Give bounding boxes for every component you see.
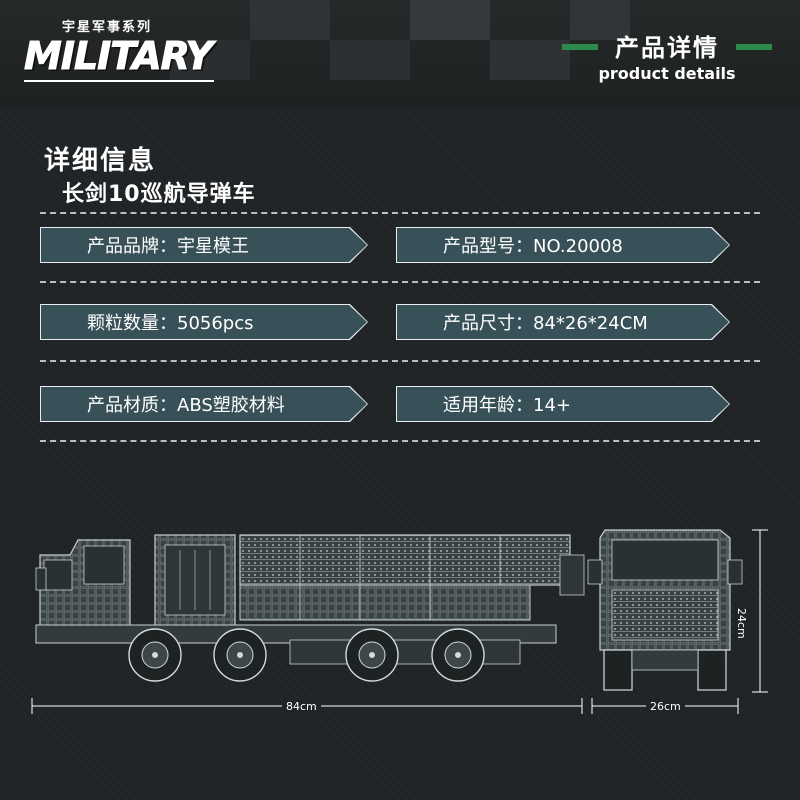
spec-tag-model: 产品型号：NO.20008 [396,227,730,263]
spec-material-text: 产品材质：ABS塑胶材料 [41,387,367,421]
badge-accent-left [562,44,598,50]
length-dimension-label: 84cm [282,700,321,713]
header-pattern-block [490,40,570,80]
header-pattern-block [170,40,250,80]
spec-size-text: 产品尺寸：84*26*24CM [397,305,729,339]
spec-tag-pieces: 颗粒数量：5056pcs [40,304,368,340]
header-pattern-block [250,0,330,40]
logo-underline [24,80,214,82]
dashed-divider [40,440,760,442]
spec-pieces-text: 颗粒数量：5056pcs [41,305,367,339]
info-heading: 详细信息 [44,146,157,176]
badge-accent-right [736,44,772,50]
spec-tag-material: 产品材质：ABS塑胶材料 [40,386,368,422]
badge-title: 产品详情 [615,34,719,62]
dashed-divider [40,212,760,214]
badge-subtitle: product details [598,64,736,83]
dashed-divider [40,281,760,283]
military-logo: 宇星军事系列 MILITARY [24,16,224,86]
product-name: 长剑10巡航导弹车 [62,182,256,207]
logo-series-text: 宇星军事系列 [62,20,153,35]
header-pattern-block [570,0,630,40]
product-details-badge: 产品详情 product details [562,28,772,92]
truck-front-view [587,529,743,691]
truck-drawing [31,529,768,714]
spec-tag-size: 产品尺寸：84*26*24CM [396,304,730,340]
spec-model-text: 产品型号：NO.20008 [397,228,729,262]
header-pattern-block [330,40,410,80]
logo-wordmark: MILITARY [24,34,214,79]
spec-tag-age: 适用年龄：14+ [396,386,730,422]
truck-dimension-diagram: 84cm 26cm 24cm [0,500,800,730]
spec-brand-text: 产品品牌：宇星模王 [41,228,367,262]
truck-side-view [35,534,585,682]
height-dimension-label: 24cm [735,604,748,643]
header-pattern-block [410,0,490,40]
spec-tag-brand: 产品品牌：宇星模王 [40,227,368,263]
width-dimension-label: 26cm [646,700,685,713]
header-banner: 宇星军事系列 MILITARY 产品详情 product details [0,0,800,108]
dashed-divider [40,360,760,362]
spec-age-text: 适用年龄：14+ [397,387,729,421]
